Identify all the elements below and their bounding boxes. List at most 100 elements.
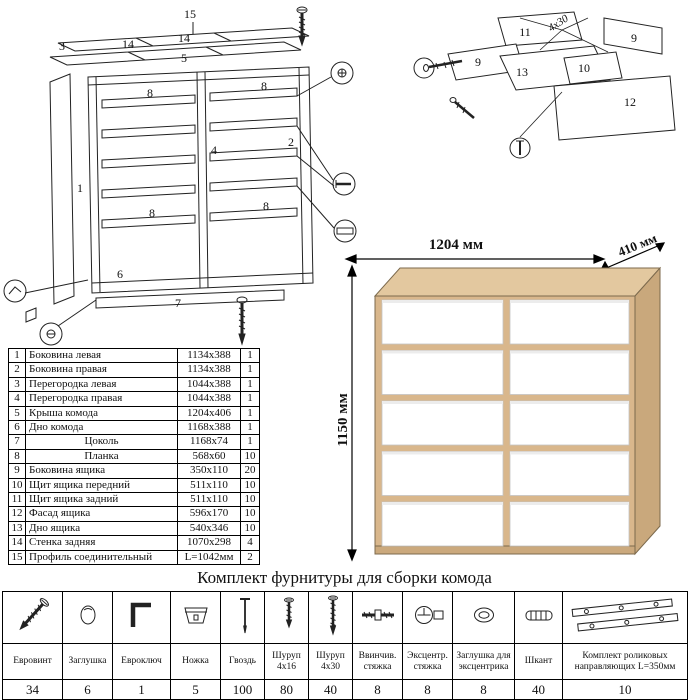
euroscrew-icon [18, 598, 49, 631]
label-back-a: 14 [122, 37, 134, 51]
part-qty: 10 [240, 492, 260, 508]
roller-slides-icon [571, 598, 679, 632]
part-size: 511x110 [177, 477, 241, 494]
part-qty: 1 [240, 391, 260, 407]
label-side-right: 2 [288, 135, 294, 149]
label-partition-right: 4 [211, 143, 217, 157]
part-qty: 4 [240, 535, 260, 551]
part-qty: 1 [240, 347, 260, 364]
hardware-qty: 8 [452, 679, 515, 700]
hardware-qty: 80 [264, 679, 309, 700]
part-name: Боковина правая [25, 362, 178, 378]
dimension-height: 1150 мм [338, 393, 351, 446]
hardware-name: Шкант [514, 643, 563, 680]
leg-icon [183, 607, 208, 624]
cam-callout-icon [39, 322, 63, 346]
part-size: 1070x298 [177, 535, 241, 551]
cabinet-exploded-diagram: 15 3 14 14 5 1 2 4 8 8 8 8 6 7 [3, 6, 357, 346]
cam-cover-icon [473, 607, 494, 623]
hardware-name: Евровинт [2, 643, 63, 680]
part-size: 1044x388 [177, 391, 241, 407]
label-bottom: 6 [117, 267, 123, 281]
bracket-callout-icon [3, 279, 27, 303]
part-num: 9 [8, 463, 26, 479]
part-num: 12 [8, 506, 26, 522]
part-size: 1044x388 [177, 376, 241, 393]
part-qty: 10 [240, 477, 260, 494]
part-qty: 1 [240, 405, 260, 422]
hardware-name: Заглушка для эксцентрика [452, 643, 515, 680]
plug-cap-icon [80, 605, 95, 625]
screw-head-callout-icon [330, 61, 354, 85]
part-size: 1134x388 [177, 362, 241, 378]
part-name: Планка [25, 448, 178, 465]
label-profile: 15 [184, 7, 196, 21]
part-num: 6 [8, 420, 26, 436]
hardware-name: Ножка [170, 643, 221, 680]
hardware-qty: 40 [514, 679, 563, 700]
part-name: Перегородка правая [25, 391, 178, 407]
drawer-exploded-diagram: 11 9 9 13 10 12 4x30 [413, 11, 676, 159]
part-num: 14 [8, 535, 26, 551]
hardware-name: Гвоздь [220, 643, 265, 680]
part-qty: 1 [240, 420, 260, 436]
part-name: Профиль соединительный [25, 549, 178, 566]
part-qty: 1 [240, 434, 260, 450]
part-size: 1168x388 [177, 420, 241, 436]
part-size: 511x110 [177, 492, 241, 508]
part-name: Цоколь [25, 434, 178, 450]
part-name: Боковина ящика [25, 463, 178, 479]
hardware-name: Заглушка [62, 643, 113, 680]
screw-callout-icon [332, 172, 356, 196]
part-size: 540x346 [177, 520, 241, 537]
hardware-qty: 40 [308, 679, 353, 700]
hardware-name-row: Евровинт Заглушка Евроключ Ножка Гвоздь … [2, 643, 688, 680]
bottom-screw-icon [236, 296, 248, 346]
part-num: 4 [8, 391, 26, 407]
dimension-width: 1204 мм [429, 237, 483, 253]
part-size: 1168x74 [177, 434, 241, 450]
corner-bracket-icon [25, 307, 37, 323]
label-plinth: 7 [175, 296, 181, 310]
hardware-qty: 8 [402, 679, 453, 700]
label-drawer-bottom: 13 [516, 65, 528, 79]
part-num: 2 [8, 362, 26, 378]
hardware-name: Шуруп 4x16 [264, 643, 309, 680]
rail-callout-icon [333, 219, 357, 243]
part-name: Щит ящика передний [25, 477, 178, 494]
part-qty: 2 [240, 549, 260, 566]
part-num: 3 [8, 376, 26, 393]
part-qty: 20 [240, 463, 260, 479]
part-num: 1 [8, 347, 26, 364]
hardware-name: Ввинчив. стяжка [352, 643, 403, 680]
part-size: 350x110 [177, 463, 241, 479]
part-num: 11 [8, 492, 26, 508]
label-drawer-front: 10 [578, 61, 590, 75]
part-num: 8 [8, 448, 26, 465]
part-size: 568x60 [177, 448, 241, 465]
label-plank-c: 8 [149, 206, 155, 220]
dowel-pin-icon [525, 610, 553, 621]
part-name: Дно ящика [25, 520, 178, 537]
dresser-dimensioned-view: 1204 мм 410 мм 1150 мм [338, 230, 666, 562]
part-num: 15 [8, 549, 26, 566]
part-qty: 10 [240, 448, 260, 465]
part-qty: 1 [240, 376, 260, 393]
label-drawer-facade: 12 [624, 95, 636, 109]
hardware-qty-row: 34 6 1 5 100 80 40 8 8 8 40 10 [2, 679, 688, 700]
nail-icon [240, 598, 250, 634]
